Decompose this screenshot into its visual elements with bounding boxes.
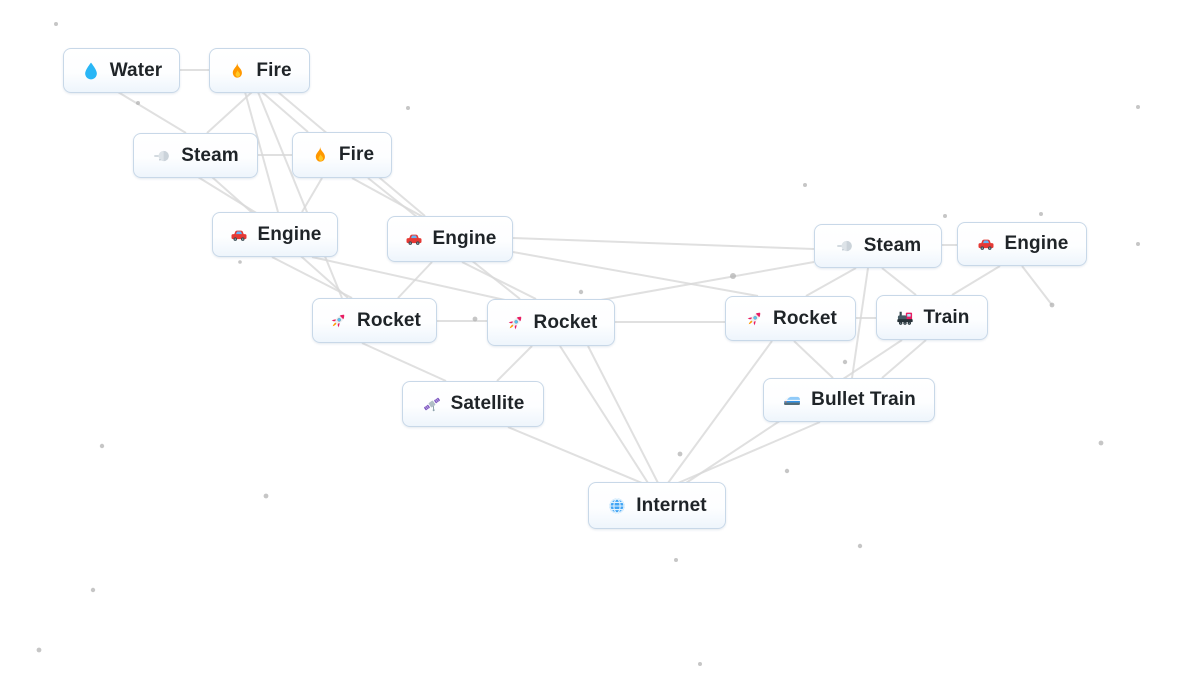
background-dot [36,647,42,653]
satellite-icon [422,394,442,414]
background-dot [472,316,478,322]
craft-connection-line [351,177,426,219]
element-label: Engine [1004,233,1069,254]
craft-connection-line [587,345,659,484]
element-tile-internet-1[interactable]: Internet [588,482,726,529]
fire-icon [227,61,247,81]
craft-connection-line [793,340,834,379]
element-tile-satellite-1[interactable]: Satellite [402,381,544,427]
locomotive-icon [895,308,915,328]
element-label: Engine [432,228,497,249]
craft-connection-line [507,426,643,484]
craft-connection-line [117,91,187,134]
craft-connection-line [805,267,857,297]
element-tile-water-1[interactable]: Water [63,48,180,93]
craft-connection-line [851,267,869,379]
element-tile-steam-1[interactable]: Steam [133,133,258,178]
element-label: Fire [256,59,292,81]
craft-connection-line [600,261,815,301]
element-label: Fire [338,144,375,165]
element-tile-bullet-train-1[interactable]: Bullet Train [763,378,935,422]
background-dot [578,289,584,295]
element-label: Steam [863,235,922,256]
element-tile-rocket-3[interactable]: Rocket [725,296,856,341]
craft-connection-line [881,339,927,379]
element-tile-rocket-2[interactable]: Rocket [487,299,615,346]
craft-connection-line [512,237,815,250]
element-label: Water [109,59,163,81]
fire-icon [310,145,330,165]
background-dot [842,359,848,365]
element-tile-engine-3[interactable]: Engine [957,222,1087,266]
craft-connection-line [1021,265,1053,306]
craft-connection-line [244,91,279,213]
element-tile-engine-2[interactable]: Engine [387,216,513,262]
craft-connection-line [397,261,433,299]
craft-connection-line [559,345,649,484]
element-tile-engine-1[interactable]: Engine [212,212,338,257]
element-label: Steam [181,144,239,166]
element-tile-fire-2[interactable]: Fire [292,132,392,178]
rocket-icon [328,311,348,331]
rocket-icon [744,309,764,329]
car-engine-icon [404,229,424,249]
craft-connection-line [257,91,343,299]
steam-puff-icon [835,236,855,256]
element-label: Rocket [357,309,421,331]
bullet-train-icon [782,390,802,410]
background-dot [406,106,410,110]
background-dot [1049,302,1055,308]
craft-connection-line [261,91,309,133]
background-dot [730,273,736,279]
craft-connection-line [271,256,353,299]
craft-connection-line [512,251,759,297]
background-dot [677,451,683,457]
background-dot [136,101,140,105]
craft-connection-line [311,256,506,301]
background-dot [943,214,947,218]
background-dot [238,260,242,264]
craft-connection-line [301,177,323,213]
globe-icon [607,496,627,516]
element-label: Bullet Train [811,389,916,410]
background-dot [1098,440,1104,446]
element-label: Satellite [450,393,525,414]
background-dot [54,22,58,26]
background-dot [1039,212,1043,216]
car-engine-icon [976,234,996,254]
element-tile-rocket-1[interactable]: Rocket [312,298,437,343]
craft-connection-line [461,261,537,300]
element-label: Internet [636,494,707,516]
water-drop-icon [81,61,101,81]
element-label: Rocket [533,311,598,333]
craft-connection-line [667,340,773,484]
background-dot [90,587,96,593]
element-label: Train [923,306,970,328]
craft-connection-line [881,267,917,296]
car-engine-icon [229,225,249,245]
background-dot [99,443,105,449]
background-dot [784,468,790,474]
element-label: Engine [257,223,322,245]
craft-connection-line [206,91,253,134]
background-dot [674,558,678,562]
craft-connection-line [951,265,1001,296]
background-dot [1136,242,1140,246]
background-dot [803,183,807,187]
element-label: Rocket [773,307,837,329]
steam-puff-icon [152,146,172,166]
craft-connection-line [361,342,447,382]
background-dot [263,493,269,499]
craft-connection-line [197,176,259,215]
element-tile-train-1[interactable]: Train [876,295,988,340]
background-dot [1136,105,1140,109]
background-dot [857,543,863,549]
element-tile-fire-1[interactable]: Fire [209,48,310,93]
element-tile-steam-2[interactable]: Steam [814,224,942,268]
craft-connection-line [496,345,533,382]
background-dot [698,662,702,666]
rocket-icon [505,313,525,333]
